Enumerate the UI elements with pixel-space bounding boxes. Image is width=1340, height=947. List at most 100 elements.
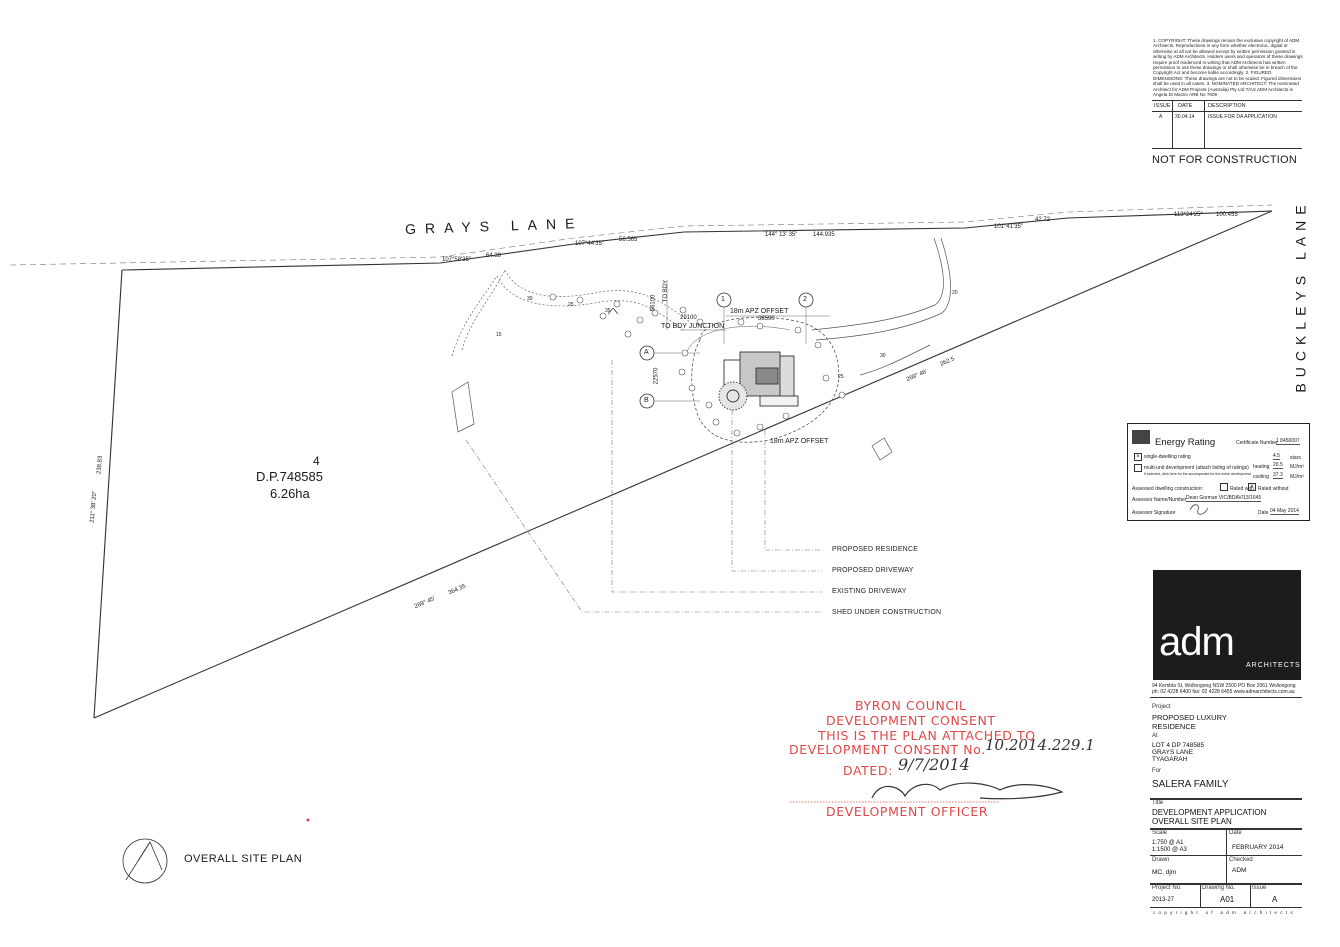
for-label: For [1152,768,1161,774]
energy-single-label: single-dwelling rating [1144,454,1191,460]
scale-label: Scale [1152,830,1168,836]
boundary-bearing-1: 107°58'35" [442,257,472,263]
legend-proposed-residence: PROPOSED RESIDENCE [832,546,919,553]
copyright-footer: copyright of adm architects [1153,910,1296,915]
contour-15: 15 [496,332,502,338]
grid-lines [654,280,830,402]
to-bdy-label: TO BDY [663,279,670,303]
energy-rating-panel: Energy Rating Certificate Number 1 84500… [1127,423,1310,521]
stamp-line-4: DEVELOPMENT CONSENT No. [789,742,986,757]
stamp-line-3: THIS IS THE PLAN ATTACHED TO [818,728,1036,743]
bdy-junction-label: TO BDY JUNCTION [661,323,725,330]
at-line-2: GRAYS LANE [1152,749,1194,756]
for-value: SALERA FAMILY [1152,779,1229,790]
contour-35: 35 [605,308,611,314]
energy-cooling-unit: MJ/m² [1290,474,1304,480]
date-label: Date [1229,830,1242,836]
project-no-label: Project No. [1152,885,1182,891]
brand-address-2: ph: 02 4228 6400 fax: 02 4228 6455 www.a… [1152,689,1295,695]
lot-area: 6.26ha [270,486,310,501]
trees [549,293,846,437]
energy-multi-label: multi-unit development (attach listing o… [1144,465,1249,471]
multi-unit-checkbox[interactable] [1134,464,1142,472]
legend-leaders [465,360,822,613]
issue-header-issue: ISSUE [1154,103,1171,109]
copyright-notes: 1. COPYRIGHT: These drawings remain the … [1153,38,1303,98]
project-no-value: 2013-27 [1152,897,1175,903]
project-label: Project [1152,704,1171,710]
proposed-residence [718,351,799,411]
adm-logo-sub: ARCHITECTS [1246,662,1301,669]
dim-22570: 22570 [653,367,660,385]
rated-with-checkbox[interactable] [1220,483,1228,491]
issue-row-date: 30.04.14 [1175,114,1195,120]
issue-header-date: DATE [1178,103,1193,109]
dim-38590: 38590 [758,316,775,322]
dim-56100: 56100 [650,294,657,312]
boundary-dist-2: 56.565 [619,237,638,243]
dim-29100: 29100 [680,315,697,321]
grid-2-label: 2 [803,296,807,303]
drawing-no-label: Drawing No. [1202,885,1236,891]
contour-30a: 30 [527,296,533,302]
energy-date-value: 04 May 2014 [1270,508,1299,515]
shed [451,381,893,461]
lot-boundary [93,210,1273,719]
boundary-bearing-4: 101°41'35" [994,224,1024,230]
stamp-consent-no: 10.2014.229.1 [985,736,1095,754]
signature-label: Assessor Signature [1132,510,1176,516]
grid-1-label: 1 [721,296,725,303]
stamp-line-1: BYRON COUNCIL [855,698,967,713]
at-line-3: TYAGARAH [1152,756,1188,763]
lot-number: 4 [313,454,320,468]
checked-label: Checked [1229,857,1253,863]
energy-cert-label: Certificate Number [1236,440,1278,446]
not-for-construction: NOT FOR CONSTRUCTION [1152,154,1297,166]
proposed-driveway [811,237,951,376]
existing-driveway [451,269,691,357]
energy-stars-value: 4.5 [1273,453,1280,460]
single-dwelling-checkbox[interactable]: × [1134,453,1142,461]
checked-value: ADM [1232,867,1247,874]
adm-logo-name: adm [1159,620,1235,664]
grid-a-label: A [644,349,649,356]
signature [871,782,1064,800]
boundary-bearing-3: 144° 13' 35" [765,232,798,238]
energy-title: Energy Rating [1155,437,1216,448]
legend-existing-driveway: EXISTING DRIVEWAY [832,588,907,595]
north-arrow [122,838,168,884]
issue-label: Issue [1252,885,1267,891]
drawing-no-value: A01 [1220,895,1235,904]
at-label: At [1152,733,1158,739]
project-value: PROPOSED LUXURY RESIDENCE [1152,713,1227,731]
apz-top-label: 18m APZ OFFSET [730,308,789,315]
boundary-dist-1: 64.39 [486,253,502,259]
energy-logo-icon [1132,430,1150,444]
buckleys-lane-label: BUCKLEYS LANE [1292,199,1309,393]
energy-heating-unit: MJ/m² [1290,464,1304,470]
issue-row-issue: A [1159,114,1163,120]
title-line-1: DEVELOPMENT APPLICATION [1152,808,1267,817]
grays-lane-edge [9,204,1273,266]
title-block: Project PROPOSED LUXURY RESIDENCE At LOT… [1150,697,1302,908]
assessor-label: Assessor Name/Number [1132,497,1187,503]
rated-without-checkbox[interactable]: × [1248,483,1256,491]
stamp-dated-label: DATED: [843,763,893,778]
boundary-bearing-5: 113°24'25" [1174,212,1203,218]
rated-without-label: Rated without [1258,486,1289,492]
scale-line-1: 1:750 @ A1 [1152,840,1184,846]
energy-heating-label: heating [1253,464,1270,470]
date-value: FEBRUARY 2014 [1232,844,1284,851]
title-label: Title [1152,800,1164,806]
issue-value: A [1272,895,1278,904]
contour-30b: 30 [880,353,886,359]
energy-cooling-label: cooling [1253,474,1269,480]
apz-envelope [691,316,840,443]
brand-address-1: 94 Kembla St, Wollongong NSW 2500 PO Box… [1152,683,1296,689]
issue-table: ISSUE DATE DESCRIPTION A 30.04.14 ISSUE … [1152,100,1302,149]
legend-proposed-driveway: PROPOSED DRIVEWAY [832,567,914,574]
grid-b-label: B [644,397,649,404]
energy-cert-value: 1 8450007 [1276,438,1300,445]
boundary-dist-5: 100.455 [1216,212,1238,218]
